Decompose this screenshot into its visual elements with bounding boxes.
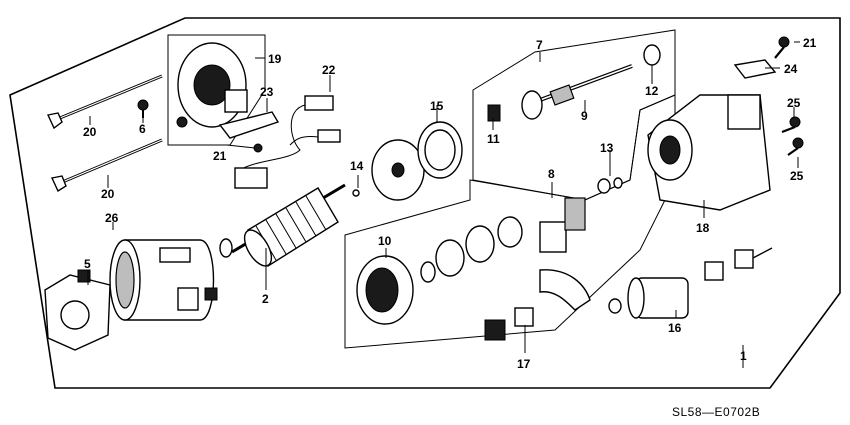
callout-22: 22 [322,63,336,77]
solenoid-16 [608,277,689,319]
callout-12: 12 [645,84,659,98]
callout-10: 10 [378,234,392,248]
ring-gear-15 [417,121,463,179]
callout-labels: 1 2 5 6 7 8 9 10 11 12 13 14 15 16 17 18… [83,36,817,371]
sub-frame-10 [344,94,676,349]
pin-14 [352,189,360,197]
callout-21: 21 [213,149,227,163]
washer-13a [597,178,611,194]
callout-20: 20 [83,125,97,139]
bracket-24 [733,59,777,79]
callout-6: 6 [139,122,146,136]
planet-gear-11 [487,104,501,122]
bolt-25b [787,137,804,156]
through-bolt-lower [50,138,163,193]
callout-7: 7 [536,38,543,52]
callout-14: 14 [350,159,364,173]
ring-medium [435,239,465,277]
through-bolt-upper [46,74,163,130]
leader-lines [87,41,800,368]
callout-21b: 21 [803,36,817,50]
callout-26: 26 [105,211,119,225]
bracket-23 [218,111,280,139]
gear-plate [371,139,425,201]
plunger [704,247,773,281]
washer-small [219,238,233,258]
screw-6 [137,99,149,118]
bolt-21-right [774,36,790,59]
callout-2: 2 [262,292,269,306]
callout-18: 18 [696,221,710,235]
harness-22 [234,95,341,189]
callout-8: 8 [548,167,555,181]
clutch-8 [539,197,586,253]
callout-1: 1 [740,349,747,363]
callout-24: 24 [784,62,798,76]
callout-15: 15 [430,99,444,113]
callout-25: 25 [787,96,801,110]
assembly-frame [9,17,841,389]
ring-small [420,261,436,283]
armature-2 [231,183,346,267]
internal-gear-10 [356,255,414,325]
callout-16: 16 [668,321,682,335]
callout-20b: 20 [101,187,115,201]
ring-large [465,225,495,263]
callout-23: 23 [260,85,274,99]
housing-18 [647,94,771,211]
callout-11: 11 [487,132,500,146]
plate-17a [484,319,506,341]
shift-lever [539,269,591,311]
end-cover-19 [176,42,248,128]
washer-12 [643,44,661,66]
callout-19: 19 [268,52,282,66]
callout-13: 13 [600,141,614,155]
callout-17: 17 [517,357,531,371]
brush-holder-5 [44,269,111,351]
callout-25b: 25 [790,169,804,183]
screw-21-left [253,143,263,153]
plate-17b [514,307,534,327]
diagram-code: SL58—E0702B [672,405,760,419]
washer-13b [613,177,623,189]
ring-outer [497,216,523,248]
callout-9: 9 [581,109,588,123]
bolt-25a [781,116,801,134]
shaft-9 [521,64,633,120]
yoke-26 [109,239,218,321]
callout-5: 5 [84,257,91,271]
